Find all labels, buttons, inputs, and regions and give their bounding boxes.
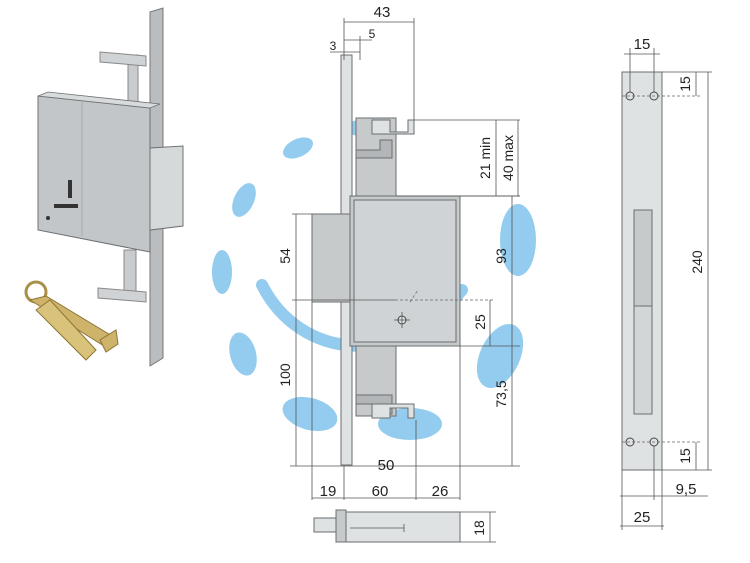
lock-front-elevation: 43 5 3 21 min 40 max 54 93 25 100 73,5 [277, 4, 520, 500]
strike-plate-drawing: 15 15 240 15 9,5 25 [620, 36, 712, 530]
watermark-blob [232, 183, 256, 217]
dim-73-5: 73,5 [493, 380, 509, 407]
dim-19: 19 [320, 483, 337, 500]
dim-100: 100 [277, 363, 293, 387]
dim-3: 3 [330, 39, 337, 53]
lock-top-view: 18 [313, 509, 496, 543]
dim-40-max: 40 max [500, 135, 516, 181]
watermark-blob [476, 324, 524, 388]
drawing-lock-case [311, 213, 357, 303]
dim-26: 26 [432, 483, 449, 500]
plate-dim-9-5: 9,5 [676, 481, 697, 498]
dim-5: 5 [369, 27, 376, 41]
dim-43: 43 [374, 4, 391, 21]
plate-dim-15-top: 15 [634, 36, 651, 53]
photo-lock-case [37, 95, 151, 253]
watermark-blob [283, 137, 313, 159]
top-view-bolt [313, 517, 337, 533]
top-view-faceplate [335, 509, 347, 543]
strike-plate-slot [633, 209, 653, 307]
watermark-blob [500, 204, 536, 276]
dim-50: 50 [378, 457, 395, 474]
top-view-case [345, 511, 461, 543]
lock-product-photo [24, 7, 184, 367]
dim-60: 60 [372, 483, 389, 500]
plate-dim-15-right-bottom: 15 [677, 448, 693, 464]
plate-dim-15-right-top: 15 [677, 76, 693, 92]
dim-93: 93 [493, 248, 509, 264]
dim-18: 18 [471, 520, 487, 536]
dim-25: 25 [472, 314, 488, 330]
watermark-blob [212, 250, 232, 294]
plate-dim-240: 240 [689, 250, 705, 274]
plate-dim-25: 25 [634, 509, 651, 526]
photo-keyhole [68, 180, 72, 198]
watermark-blob [229, 332, 257, 376]
photo-bolt [149, 145, 184, 231]
photo-keys [24, 280, 119, 361]
dim-21-min: 21 min [477, 137, 493, 179]
dim-54: 54 [277, 248, 293, 264]
watermark-blob [282, 396, 338, 432]
